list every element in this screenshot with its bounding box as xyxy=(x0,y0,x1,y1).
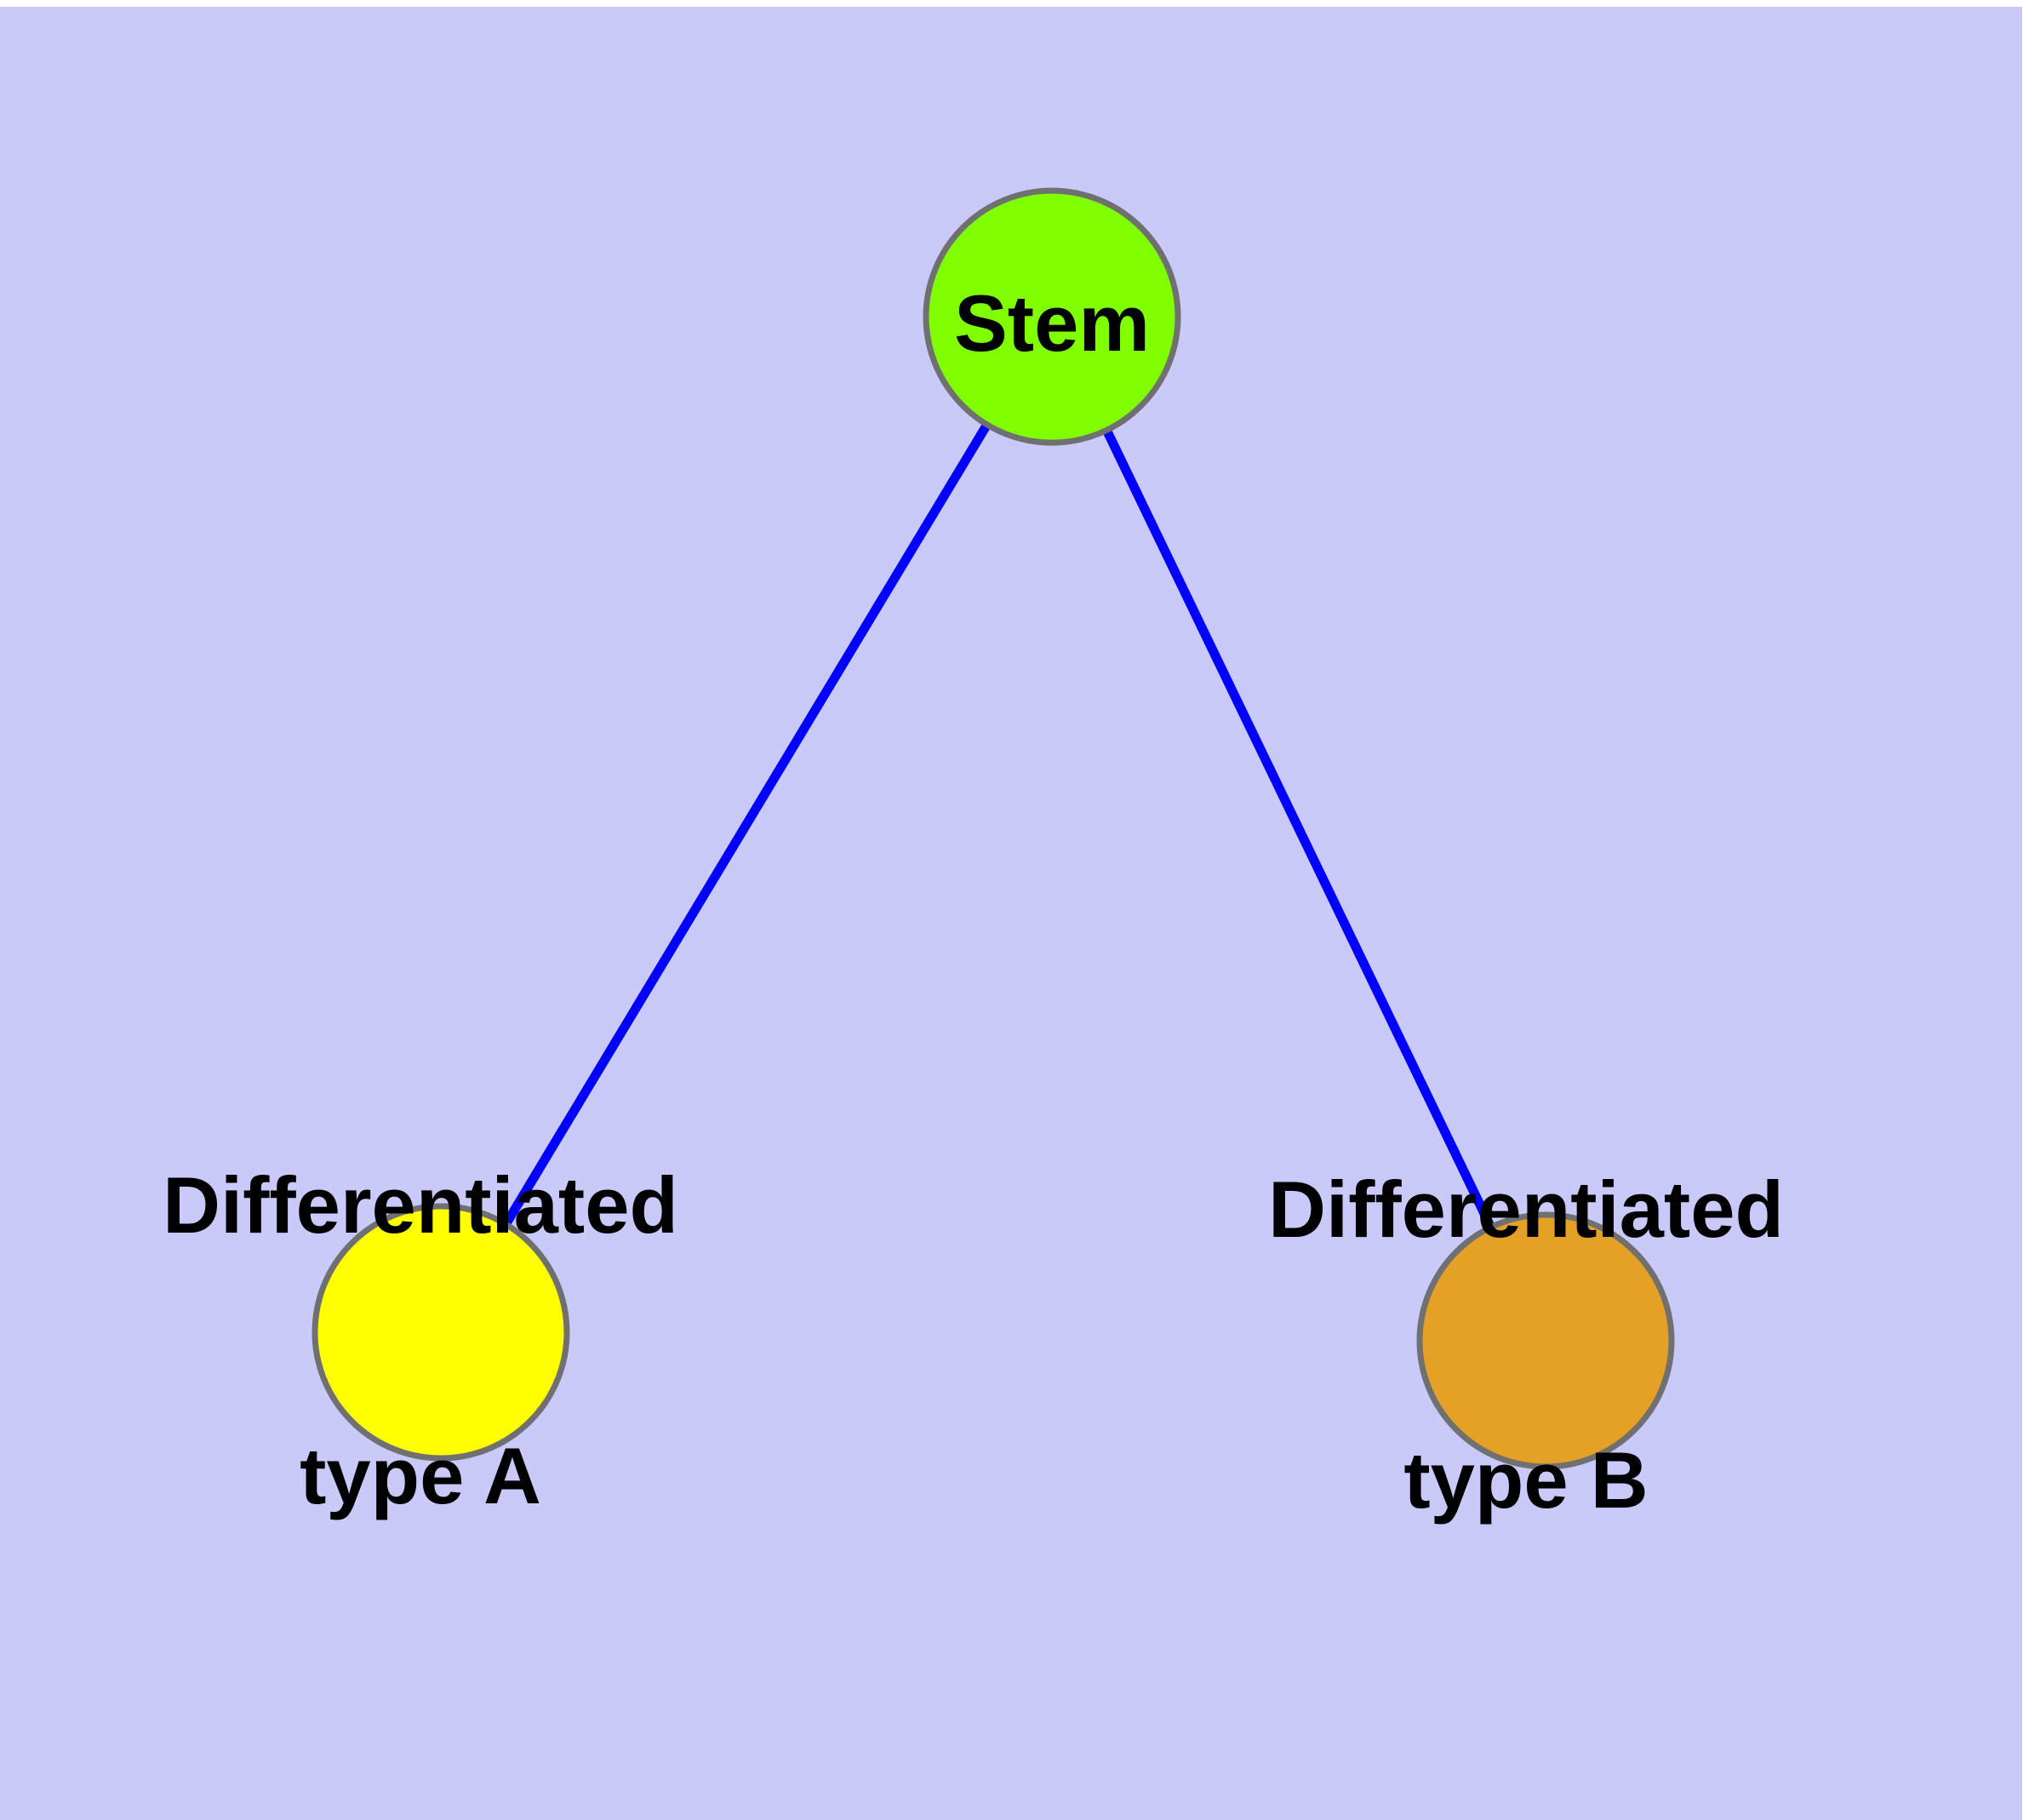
edge-stem-to-diff-a xyxy=(501,421,992,1228)
edge-stem-to-diff-b xyxy=(1102,427,1495,1230)
graph-svg xyxy=(311,187,1675,1470)
node-differentiated-type-a[interactable] xyxy=(311,1203,570,1462)
diagram-background: Stem Differentiated type A Differentiate… xyxy=(0,7,2022,1820)
node-stem[interactable] xyxy=(923,187,1181,446)
node-differentiated-type-b[interactable] xyxy=(1416,1211,1675,1470)
node-layer xyxy=(311,187,1675,1470)
edge-layer xyxy=(501,421,1495,1230)
